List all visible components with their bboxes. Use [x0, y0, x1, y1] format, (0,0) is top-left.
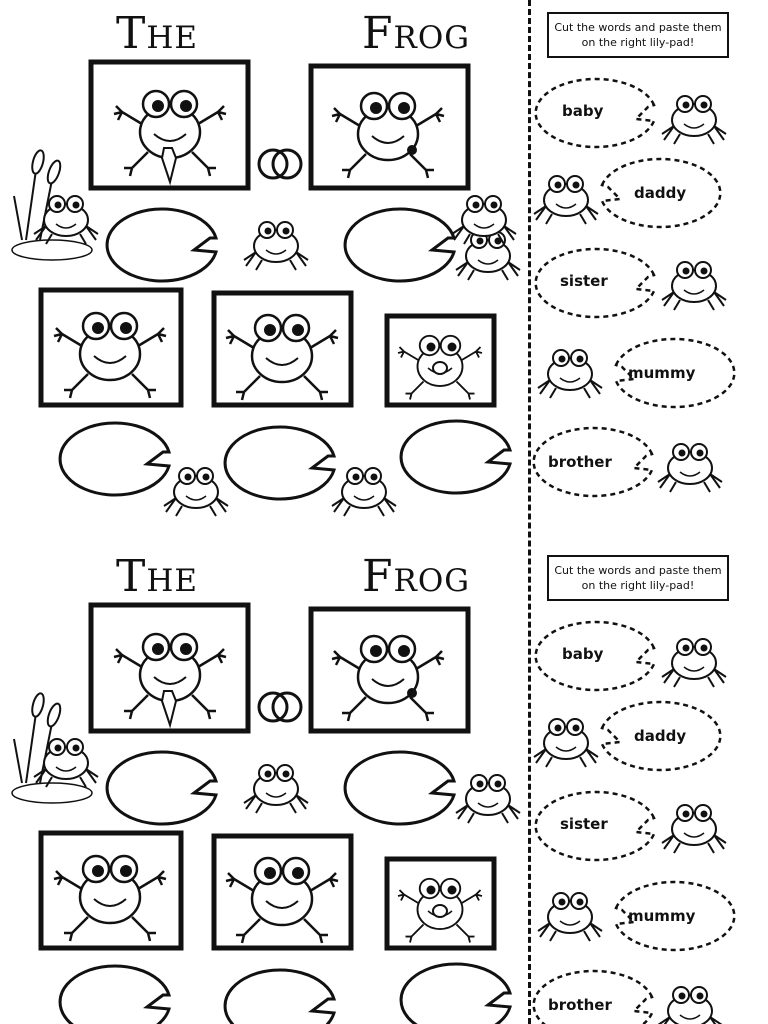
cut-line	[528, 0, 531, 1024]
word-sister: sister	[560, 815, 608, 833]
worksheet-2: The Frog Cut the words and paste them on…	[0, 543, 768, 1024]
word-brother: brother	[548, 453, 612, 471]
instructions-box: Cut the words and paste them on the righ…	[547, 12, 729, 58]
title-the: The	[116, 551, 199, 602]
title-frog: Frog	[362, 8, 471, 59]
worksheet-art	[11, 602, 736, 1024]
worksheet-art	[11, 59, 736, 517]
title-the: The	[116, 8, 199, 59]
word-sister: sister	[560, 272, 608, 290]
word-mummy: mummy	[628, 364, 696, 382]
word-baby: baby	[562, 645, 604, 663]
word-mummy: mummy	[628, 907, 696, 925]
word-daddy: daddy	[634, 184, 687, 202]
word-daddy: daddy	[634, 727, 687, 745]
title-frog: Frog	[362, 551, 471, 602]
worksheet-1: The Frog Cut the words and paste them on…	[11, 8, 736, 517]
instructions-box: Cut the words and paste them on the righ…	[547, 555, 729, 601]
word-brother: brother	[548, 996, 612, 1014]
word-baby: baby	[562, 102, 604, 120]
